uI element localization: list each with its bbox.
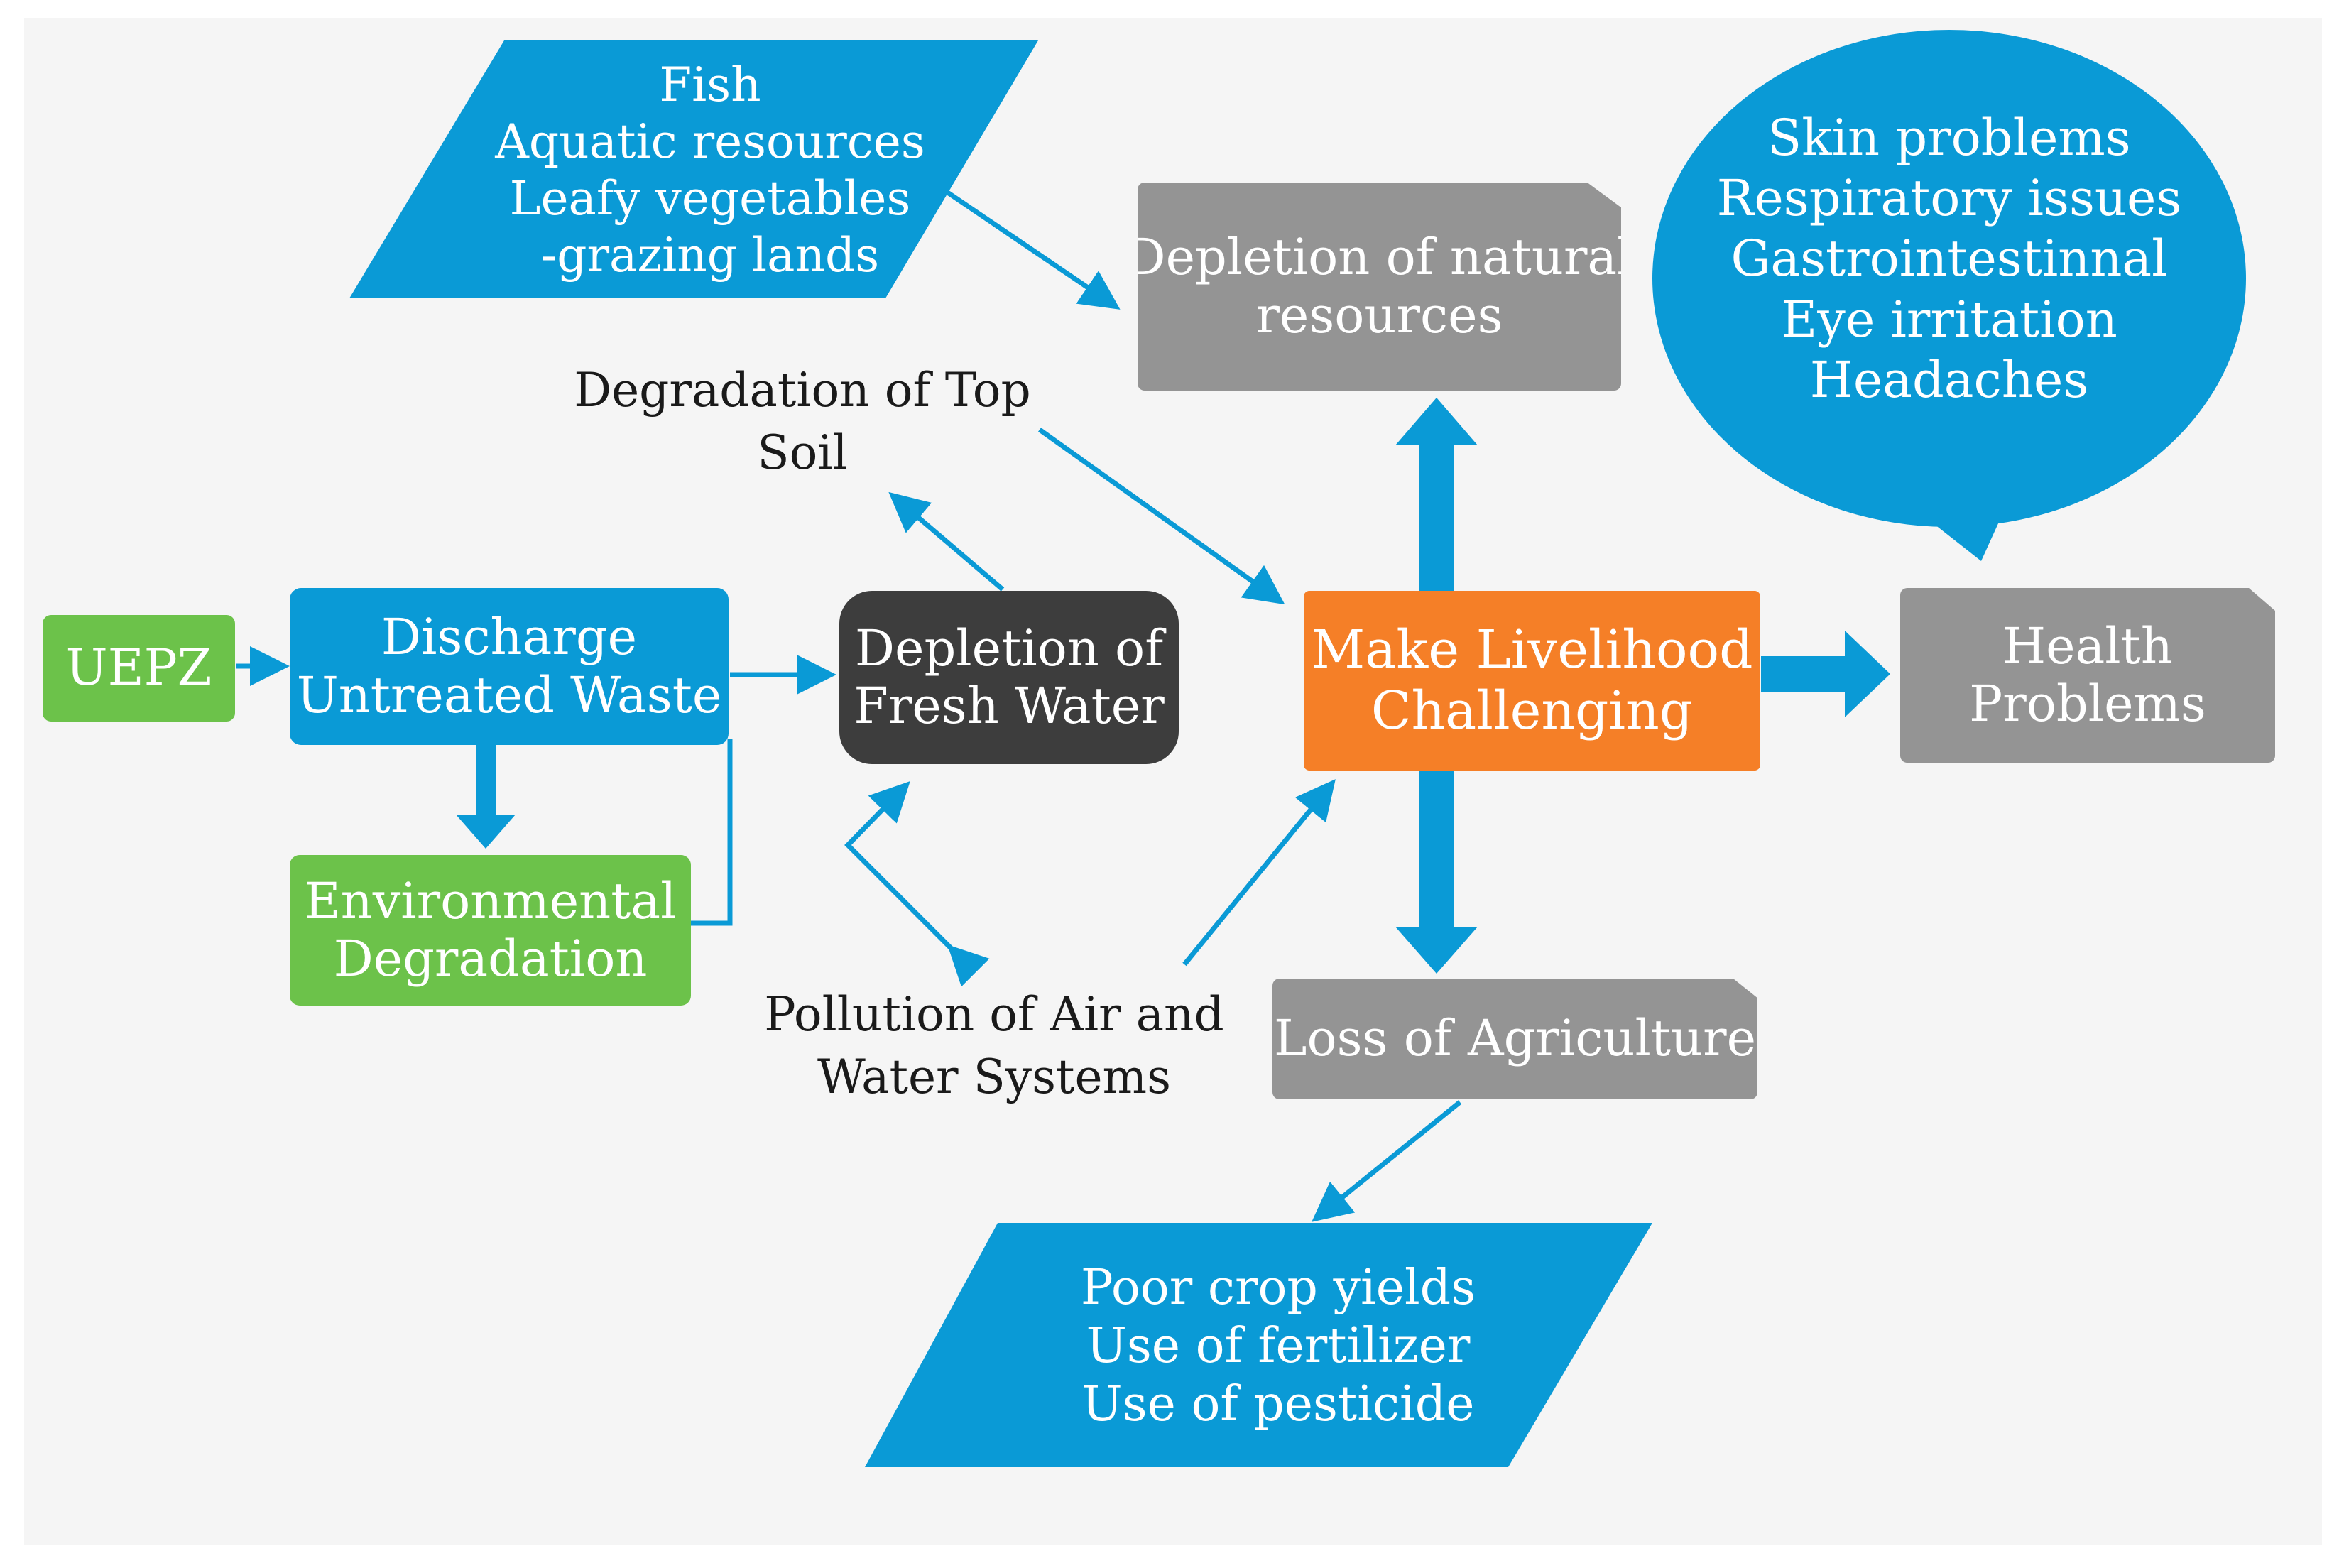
livelihood-node: Make Livelihood Challenging	[1304, 591, 1760, 771]
uepz-node: UEPZ	[43, 615, 235, 722]
top-soil-label-line: Soil	[757, 425, 848, 480]
arrow-pollution-livelihood	[1182, 779, 1336, 967]
resources-item: -grazing lands	[540, 227, 880, 283]
health-problems-label-line: Problems	[1969, 675, 2206, 733]
arrow-livelihood-natural-head	[1395, 398, 1478, 445]
uepz-label: UEPZ	[65, 638, 212, 697]
discharge-label-line: Discharge	[381, 608, 638, 667]
health-problems-node: Health Problems	[1900, 588, 2275, 763]
livelihood-label-line: Make Livelihood	[1311, 619, 1753, 680]
top-soil-label: Degradation of Top Soil	[568, 359, 1037, 484]
arrow-freshwater-topsoil	[888, 491, 1005, 592]
connector-environmental-discharge	[690, 739, 733, 926]
crop-list: Poor crop yields Use of fertilizer Use o…	[980, 1241, 1576, 1452]
discharge-node: Discharge Untreated Waste	[290, 588, 729, 745]
arrow-topsoil-livelihood	[1037, 428, 1285, 605]
agriculture-label: Loss of Agriculture	[1273, 1009, 1756, 1068]
health-item: Headaches	[1809, 351, 2089, 410]
arrow-resources-natural	[945, 190, 1121, 310]
resources-item: Aquatic resources	[495, 114, 925, 170]
pollution-label-line: Water Systems	[817, 1049, 1171, 1104]
resources-item: Fish	[659, 58, 761, 113]
pollution-label: Pollution of Air and Water Systems	[753, 984, 1236, 1109]
arrow-livelihood-health-head	[1845, 631, 1890, 717]
agriculture-node: Loss of Agriculture	[1272, 979, 1757, 1099]
health-item: Gastrointestinnal	[1730, 229, 2168, 288]
natural-resources-label-line: resources	[1255, 285, 1503, 344]
pollution-label-line: Pollution of Air and	[764, 987, 1224, 1042]
fresh-water-label-line: Depletion of	[854, 619, 1164, 677]
environmental-label-line: Environmental	[304, 871, 677, 930]
health-item: Respiratory issues	[1716, 168, 2182, 227]
top-soil-label-line: Degradation of Top	[574, 363, 1031, 418]
crop-item: Use of fertilizer	[1086, 1317, 1471, 1374]
resources-list: Fish Aquatic resources Leafy vegetables …	[454, 50, 966, 291]
fresh-water-label-line: Fresh Water	[854, 677, 1165, 735]
arrow-livelihood-health-shaft	[1761, 656, 1848, 692]
livelihood-label-line: Challenging	[1370, 680, 1694, 741]
crop-item: Poor crop yields	[1080, 1259, 1476, 1316]
arrow-pollution-freshwater	[844, 780, 990, 987]
resources-parallelogram	[349, 40, 1038, 298]
arrow-agriculture-crops	[1312, 1100, 1462, 1222]
environmental-label-line: Degradation	[333, 930, 648, 988]
natural-resources-node: Depletion of natural resources	[1138, 183, 1621, 391]
health-list: Skin problems Respiratory issues Gastroi…	[1665, 92, 2233, 426]
crop-parallelogram	[865, 1223, 1652, 1467]
crop-item: Use of pesticide	[1081, 1376, 1475, 1433]
health-item: Skin problems	[1767, 108, 2131, 167]
arrow-livelihood-natural-shaft	[1419, 444, 1454, 591]
health-ellipse-tail	[1931, 522, 1999, 561]
health-item: Eye irritation	[1781, 290, 2117, 349]
health-ellipse	[1652, 30, 2246, 527]
resources-item: Leafy vegetables	[509, 171, 911, 226]
environmental-node: Environmental Degradation	[290, 855, 691, 1006]
arrow-livelihood-agriculture-shaft	[1419, 770, 1454, 928]
arrow-livelihood-agriculture-head	[1395, 927, 1478, 974]
arrow-discharge-environmental	[456, 745, 516, 849]
natural-resources-label-line: Depletion of natural	[1125, 228, 1633, 287]
discharge-label-line: Untreated Waste	[296, 665, 722, 724]
health-problems-label-line: Health	[2002, 616, 2173, 675]
fresh-water-node: Depletion of Fresh Water	[839, 591, 1179, 764]
